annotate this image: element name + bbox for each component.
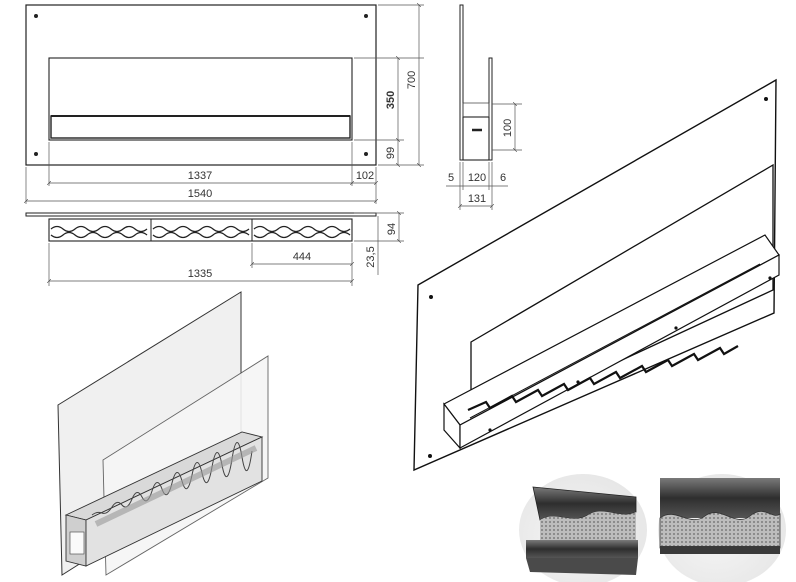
- dim-opening-height: 350: [385, 91, 397, 109]
- front-panel-outline: [25, 4, 377, 166]
- dim-wall-offset: 5: [448, 172, 454, 184]
- dim-total-height: 700: [406, 71, 418, 89]
- dim-depth: 120: [468, 172, 486, 184]
- mount-hole: [364, 152, 368, 156]
- side-wall-panel: [459, 4, 464, 161]
- dim-burner-length: 1335: [188, 268, 212, 280]
- mount-hole: [364, 14, 368, 18]
- front-view: 1337 102 1540 350 99 700: [26, 5, 424, 204]
- top-burner: [48, 218, 353, 242]
- dim-glass-gap: 23,5: [365, 246, 377, 267]
- dim-inner-width: 1337: [188, 170, 212, 182]
- burner-wave-bottom: [50, 231, 351, 239]
- dim-right-margin: 102: [356, 170, 374, 182]
- mount-hole: [34, 14, 38, 18]
- burner-front-face: [459, 254, 780, 450]
- dim-overall-width: 1540: [188, 188, 212, 200]
- burner-wave-top: [50, 225, 351, 233]
- top-wall-panel: [25, 212, 377, 217]
- fireplace-opening: [48, 57, 353, 141]
- detail-photo-left: [519, 474, 647, 582]
- dim-glass-offset: 6: [500, 172, 506, 184]
- dim-module-length: 444: [293, 251, 311, 263]
- isometric-view-right: [413, 78, 780, 472]
- burner-wave: [467, 345, 739, 412]
- dim-bottom-offset: 99: [385, 147, 397, 159]
- isometric-view-left: [57, 291, 269, 576]
- side-view: 100 5 120 6 131: [446, 4, 522, 210]
- dim-total-depth: 131: [468, 193, 486, 205]
- burner-front: [50, 115, 351, 139]
- detail-photo-right: [658, 474, 786, 582]
- side-burner: [462, 116, 490, 161]
- mount-hole: [34, 152, 38, 156]
- dim-burner-depth: 94: [386, 223, 398, 235]
- dim-burner-height: 100: [502, 119, 514, 137]
- top-view: 444 1335 94 23,5: [25, 212, 404, 286]
